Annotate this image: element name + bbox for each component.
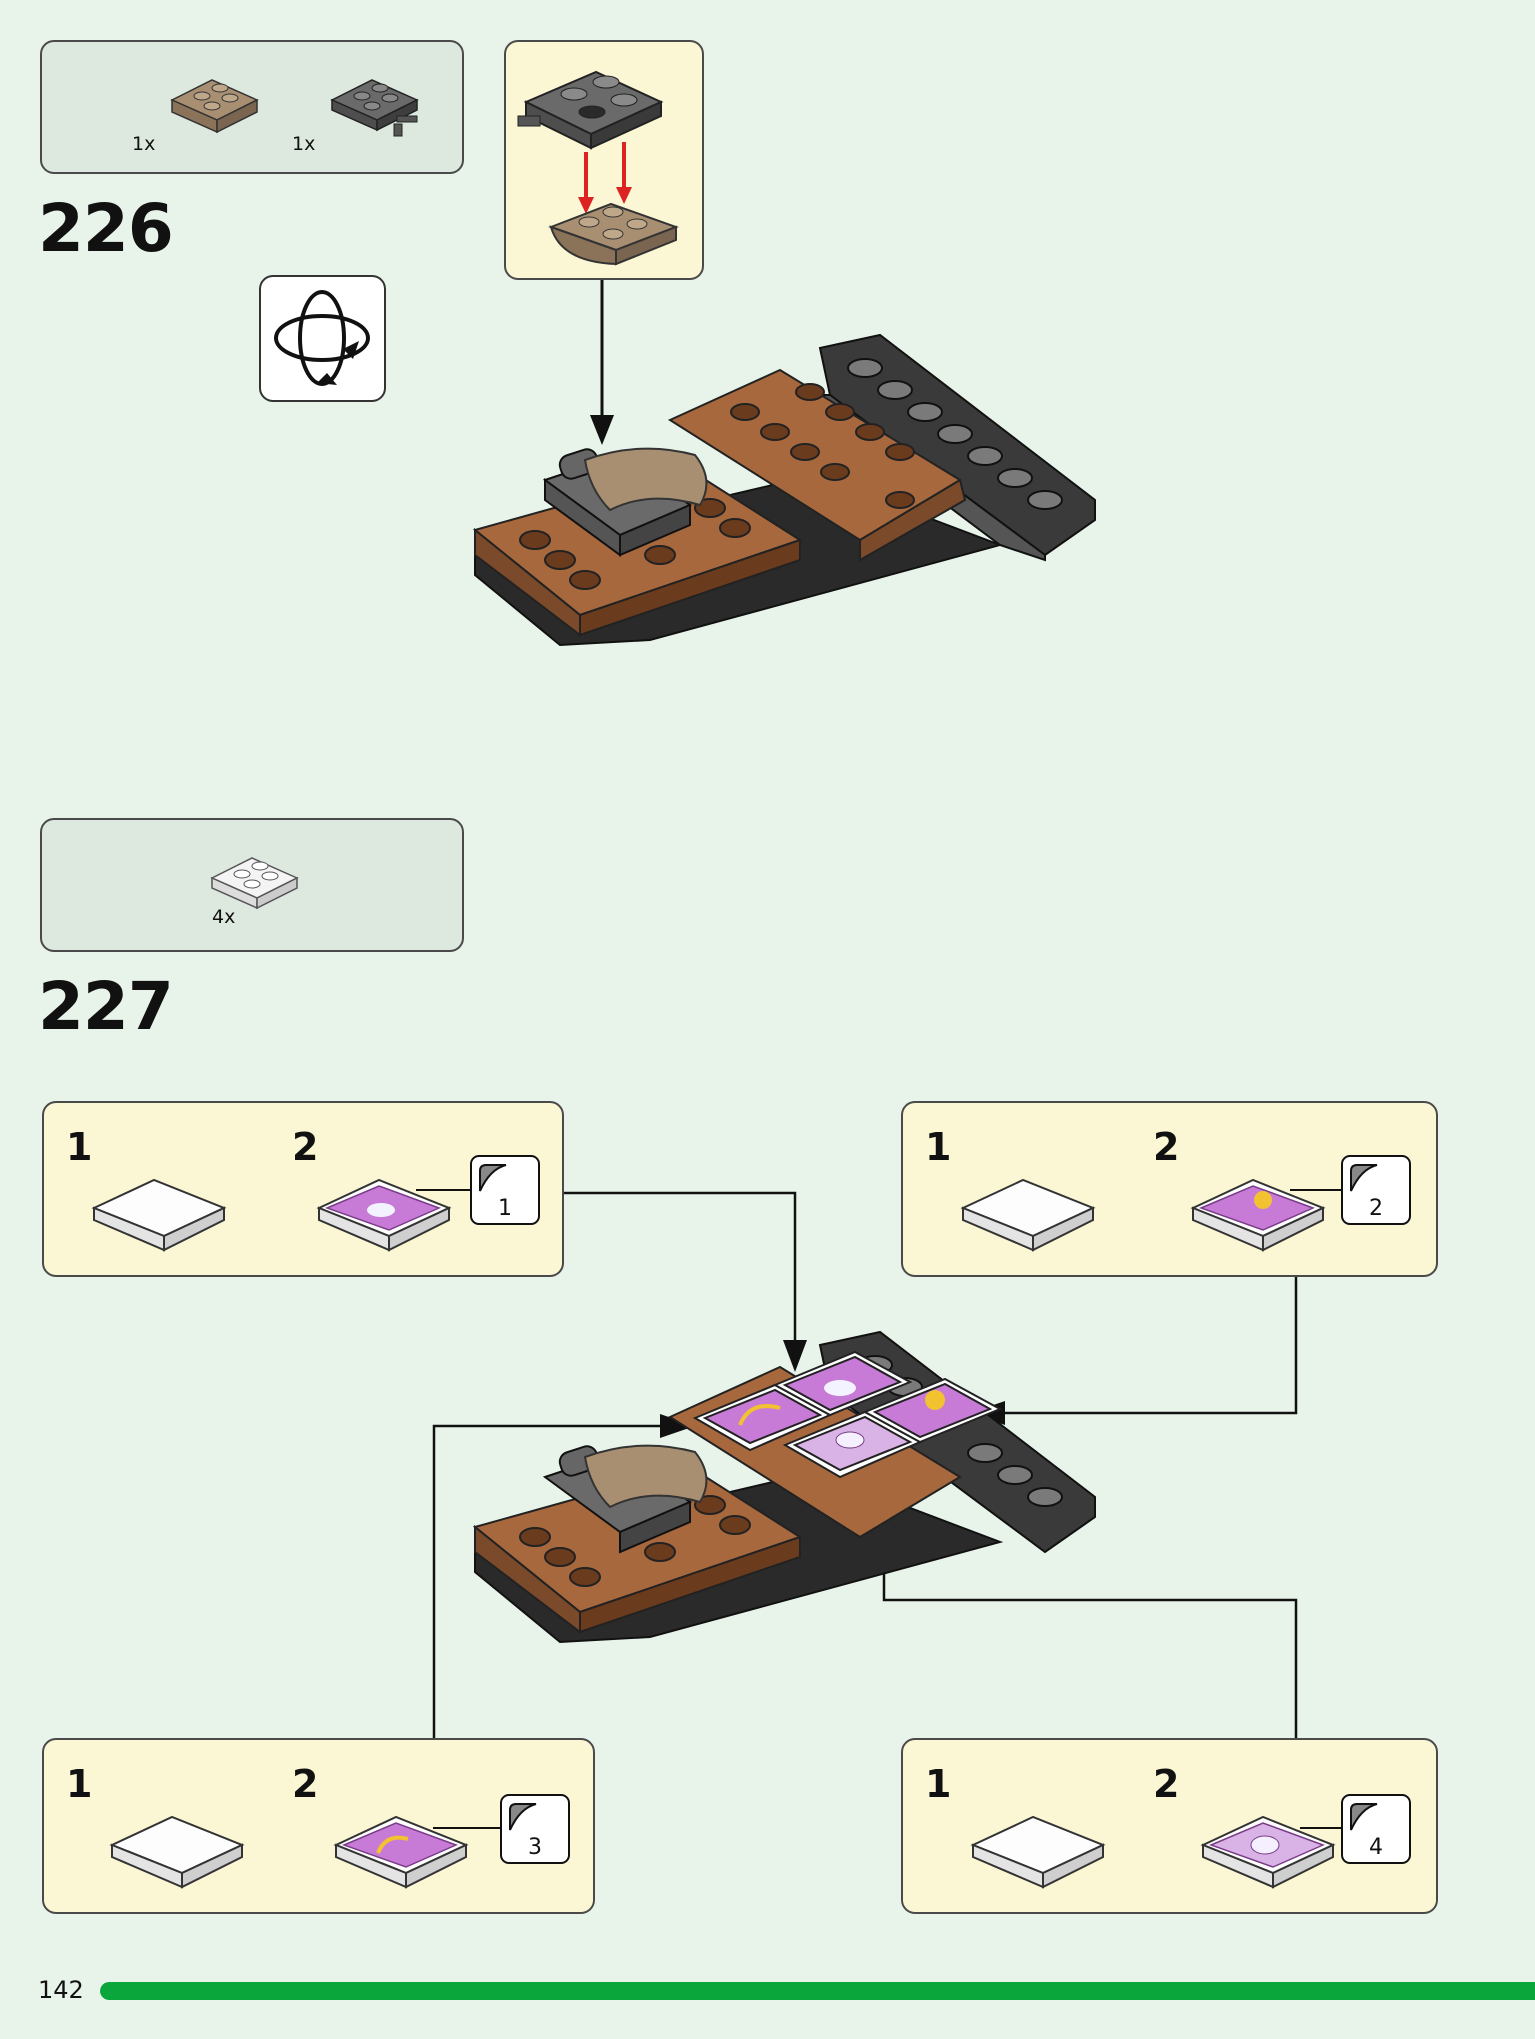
part-qty-white-tile: 4x (212, 906, 236, 928)
sticker-peel-icon (1350, 1164, 1378, 1192)
substep-2: 2 (1153, 1762, 1180, 1806)
substep-2: 2 (292, 1762, 319, 1806)
part-qty-tan: 1x (132, 133, 156, 155)
step-number-226: 226 (38, 190, 174, 267)
parts-list-226: 1x 1x (40, 40, 464, 174)
substep-1: 1 (925, 1762, 952, 1806)
progress-fill (100, 1982, 1535, 2000)
page-number: 142 (38, 1976, 84, 2004)
sticker-callout-1: 1 2 1 (42, 1101, 564, 1277)
rotate-model-icon (259, 275, 386, 402)
part-qty-gray: 1x (292, 133, 316, 155)
white-tile (91, 1178, 227, 1252)
substep-1: 1 (925, 1125, 952, 1169)
sticker-number: 2 (1369, 1196, 1383, 1221)
sticker-number: 3 (528, 1835, 542, 1860)
tile-graphics-4 (970, 1815, 1343, 1889)
sticker-badge-1: 1 (470, 1155, 540, 1225)
sticker-number: 1 (498, 1196, 512, 1221)
stickered-tile (333, 1815, 469, 1889)
subassembly-graphic-226 (517, 70, 679, 266)
progress-bar (100, 1982, 1535, 2000)
stickered-tile (1200, 1815, 1336, 1889)
sticker-callout-3: 1 2 3 (42, 1738, 595, 1914)
sticker-badge-3: 3 (500, 1794, 570, 1864)
substep-1: 1 (66, 1125, 93, 1169)
tile-graphics-1 (91, 1178, 472, 1252)
tile-graphics-2 (960, 1178, 1341, 1252)
sticker-callout-4: 1 2 4 (901, 1738, 1438, 1914)
sticker-peel-icon (479, 1164, 507, 1192)
sticker-badge-2: 2 (1341, 1155, 1411, 1225)
tile-graphics-3 (109, 1815, 502, 1889)
sticker-badge-4: 4 (1341, 1794, 1411, 1864)
white-tile (109, 1815, 245, 1889)
white-tile (970, 1815, 1106, 1889)
sticker-peel-icon (509, 1803, 537, 1831)
gray-plate-part (330, 79, 419, 137)
parts-list-227: 4x (40, 818, 464, 952)
tan-slope-part (170, 79, 259, 134)
substep-1: 1 (66, 1762, 93, 1806)
substep-2: 2 (292, 1125, 319, 1169)
parts-graphics-226 (170, 79, 419, 137)
sticker-number: 4 (1369, 1835, 1383, 1860)
white-tile (960, 1178, 1096, 1252)
stickered-tile (316, 1178, 452, 1252)
subassembly-callout-226 (504, 40, 704, 280)
substep-2: 2 (1153, 1125, 1180, 1169)
sticker-peel-icon (1350, 1803, 1378, 1831)
stickered-tile (1190, 1178, 1326, 1252)
sticker-callout-2: 1 2 2 (901, 1101, 1438, 1277)
parts-graphic-227 (210, 857, 299, 910)
step-number-227: 227 (38, 968, 174, 1045)
